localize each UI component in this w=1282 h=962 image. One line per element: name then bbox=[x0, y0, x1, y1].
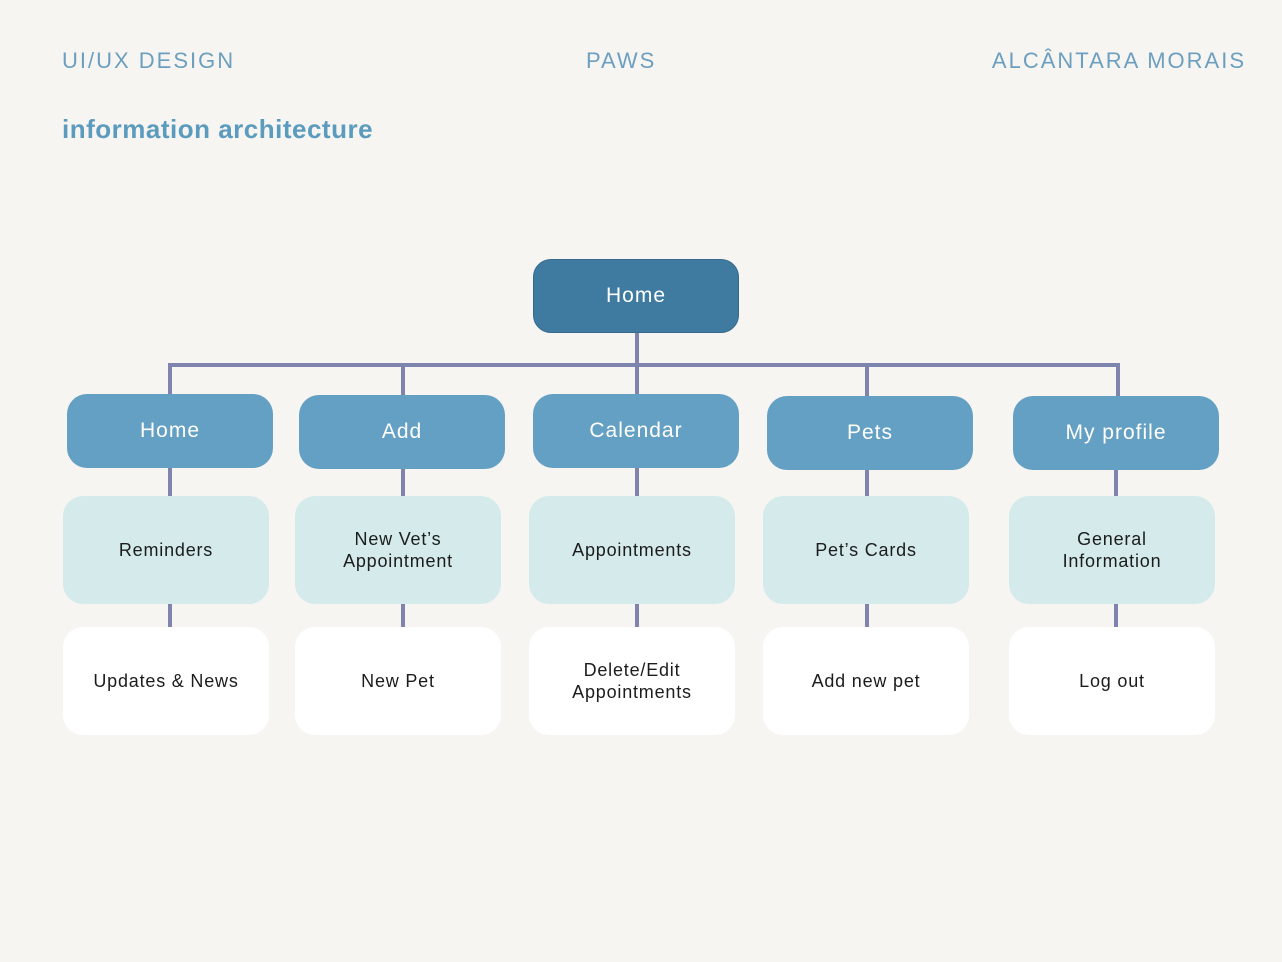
node-home: Home bbox=[67, 394, 273, 468]
node-add: Add bbox=[299, 395, 505, 469]
node-pets: Pets bbox=[767, 396, 973, 470]
node-new-vets-appointment: New Vet’s Appointment bbox=[295, 496, 501, 604]
node-general-information: General Information bbox=[1009, 496, 1215, 604]
node-new-pet: New Pet bbox=[295, 627, 501, 735]
node-updates-news: Updates & News bbox=[63, 627, 269, 735]
section-title: information architecture bbox=[62, 114, 374, 144]
node-root-home: Home bbox=[533, 259, 739, 333]
node-delete-edit-appointments: Delete/Edit Appointments bbox=[529, 627, 735, 735]
header-category: UI/UX DESIGN bbox=[62, 48, 236, 73]
node-my-profile: My profile bbox=[1013, 396, 1219, 470]
node-reminders: Reminders bbox=[63, 496, 269, 604]
node-calendar: Calendar bbox=[533, 394, 739, 468]
header-author: ALCÂNTARA MORAIS bbox=[991, 48, 1246, 73]
node-add-new-pet: Add new pet bbox=[763, 627, 969, 735]
header-project-name: PAWS bbox=[586, 48, 657, 73]
node-log-out: Log out bbox=[1009, 627, 1215, 735]
node-pets-cards: Pet’s Cards bbox=[763, 496, 969, 604]
node-appointments: Appointments bbox=[529, 496, 735, 604]
